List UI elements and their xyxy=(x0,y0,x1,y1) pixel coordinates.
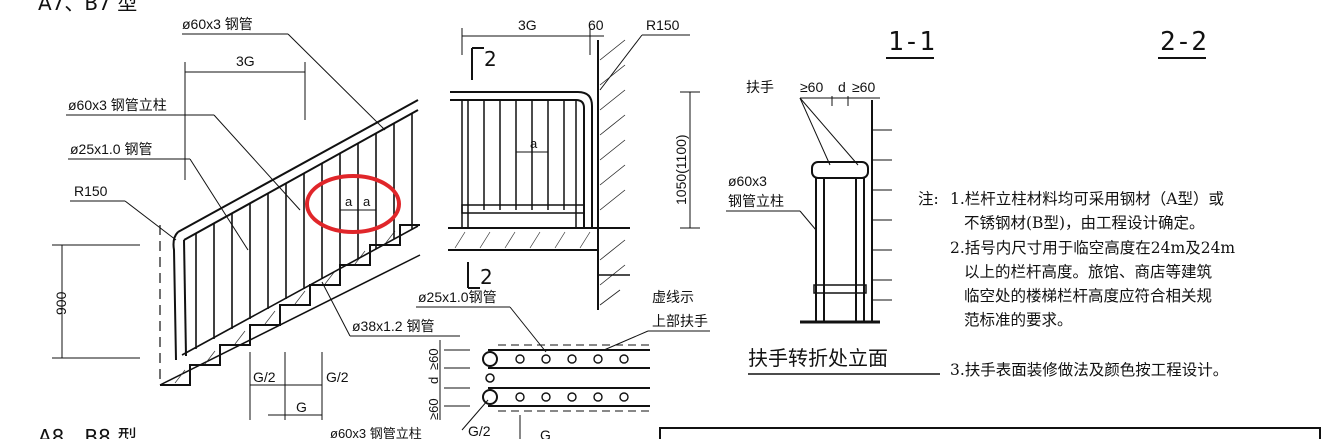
notes-prefix: 注: xyxy=(918,190,939,208)
plan-dim-g-half: G/2 xyxy=(468,423,491,439)
bottom-rail xyxy=(181,225,419,356)
note-1-line-1: 1.栏杆立柱材料均可采用钢材（A型）或 xyxy=(950,190,1224,208)
top-left-title: A7、B7 型 xyxy=(38,0,137,15)
note-1-line-2: 不锈钢材(B型)，由工程设计确定。 xyxy=(964,214,1205,232)
front-gap-a: a xyxy=(530,136,538,151)
section-2-2: 2-2 xyxy=(1158,27,1207,59)
plan-dashed-note-1: 虚线示 xyxy=(652,289,694,305)
stair-pipe-top-label: ø60x3 钢管 xyxy=(182,16,253,32)
plan-dashed-note-2: 上部扶手 xyxy=(652,313,708,329)
front-dim-3g: 3G xyxy=(518,17,537,33)
stair-post-label: ø60x3 钢管立柱 xyxy=(68,97,167,113)
balusters xyxy=(195,113,413,349)
section-1-1-title: 1-1 xyxy=(888,27,935,57)
sec11-dim-d: d xyxy=(838,79,846,95)
front-elevation: 3G 60 R150 2 a xyxy=(448,17,700,310)
note-3: 3.扶手表面装修做法及颜色按工程设计。 xyxy=(950,361,1228,379)
front-section-mark-bottom: 2 xyxy=(480,265,493,289)
stair-slab-bottom xyxy=(159,254,421,386)
sec11-dim-b: ≥60 xyxy=(852,79,875,95)
plan-dim-d: d xyxy=(426,377,441,384)
front-balusters xyxy=(461,100,577,228)
stair-gap-a2: a xyxy=(363,194,371,209)
front-handrail xyxy=(450,91,593,228)
front-dim-60: 60 xyxy=(588,17,604,33)
note-2-line-1: 2.括号内尺寸用于临空高度在24m及24m xyxy=(950,239,1235,257)
plan-dim-60: ≥60 xyxy=(426,348,441,370)
bottom-left-title: A8、B8 型 xyxy=(38,425,137,439)
plan-dim-60b: ≥60 xyxy=(426,398,441,420)
note-2-line-4: 范标准的要求。 xyxy=(964,311,1073,329)
front-radius-label: R150 xyxy=(646,17,680,33)
front-section-mark-top: 2 xyxy=(484,47,497,71)
stair-height-label: 900 xyxy=(53,291,69,315)
stair-gap-a1: a xyxy=(345,194,353,209)
note-2-line-3: 临空处的楼梯栏杆高度应符合相关规 xyxy=(964,286,1212,305)
end-post xyxy=(172,231,179,361)
plan-post-label: ø60x3 钢管立柱 xyxy=(330,426,422,439)
stair-dim-3g: 3G xyxy=(236,53,255,69)
stair-dim-g-half-2: G/2 xyxy=(326,369,349,385)
section-2-2-title: 2-2 xyxy=(1160,27,1207,57)
red-highlight-circle xyxy=(305,174,401,234)
section-1-1: 1-1 扶手 ≥60 d ≥60 ø60x3 钢管立柱 扶手转折处立面 xyxy=(726,27,940,375)
plan-baluster-label: ø25x1.0钢管 xyxy=(418,289,497,305)
handrail-top xyxy=(177,99,419,233)
stair-mid-rail-label: ø38x1.2 钢管 xyxy=(352,318,434,334)
stair-dim-g-half-1: G/2 xyxy=(253,369,276,385)
notes-block: 注: 1.栏杆立柱材料均可采用钢材（A型）或 不锈钢材(B型)，由工程设计确定。… xyxy=(918,190,1235,379)
stair-baluster-label: ø25x1.0 钢管 xyxy=(70,141,152,157)
stair-steps xyxy=(160,224,420,386)
handrail-top-inner xyxy=(183,109,419,241)
plan-dim-g: G xyxy=(540,427,551,439)
sec11-post-label-2: 钢管立柱 xyxy=(728,193,784,209)
sec11-post-label-1: ø60x3 xyxy=(728,173,767,189)
plan-detail: ø25x1.0钢管 虚线示 上部扶手 ≥60 d ≥60 ø60x3 钢管立柱 xyxy=(330,289,710,439)
front-height-label: 1050(1100) xyxy=(673,134,689,205)
sec11-caption: 扶手转折处立面 xyxy=(748,346,888,370)
stair-elevation: 3G ø60x3 钢管 ø60x3 钢管立柱 ø25x1.0 钢管 R150 9… xyxy=(52,16,460,420)
stair-radius-label: R150 xyxy=(74,183,108,199)
sec11-dim-a: ≥60 xyxy=(800,79,823,95)
note-2-line-2: 以上的栏杆高度。旅馆、商店等建筑 xyxy=(964,263,1213,281)
sec11-handrail-label: 扶手 xyxy=(746,79,774,95)
title-block-frame xyxy=(659,427,1321,439)
stair-dim-g: G xyxy=(296,399,307,415)
